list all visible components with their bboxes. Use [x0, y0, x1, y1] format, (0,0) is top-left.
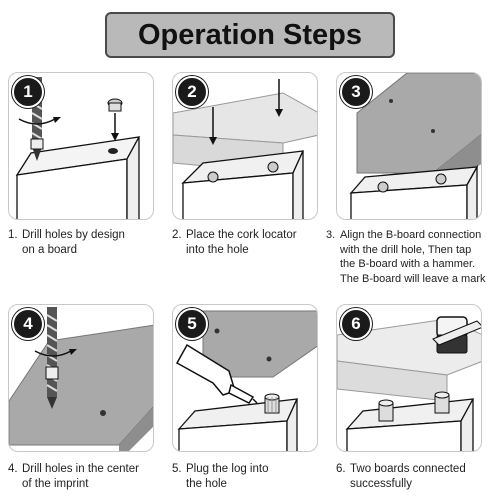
step-4-illustration: [9, 307, 153, 451]
step-5-caption: 5.Plug the log into the hole: [172, 463, 269, 490]
drill-bit-icon: [18, 77, 61, 161]
dowel-icon: [378, 391, 450, 422]
step-3-badge: 3: [340, 76, 372, 108]
step-6-illustration: [337, 316, 481, 451]
dowel-icon: [264, 393, 280, 414]
step-2-illustration: [173, 79, 317, 219]
step-6-badge: 6: [340, 308, 372, 340]
step-5-panel: 5: [172, 304, 318, 452]
glue-bottle-icon: [175, 343, 258, 404]
step-1-caption: 1.Drill holes by design on a board: [8, 229, 125, 256]
step-4-badge: 4: [12, 308, 44, 340]
step-5-badge: 5: [176, 308, 208, 340]
step-3-caption: 3.Align the B-board connection with the …: [326, 229, 486, 285]
step-1-panel: 1: [8, 72, 154, 220]
step-4-panel: 4: [8, 304, 154, 452]
step-6-panel: 6: [336, 304, 482, 452]
step-2-caption: 2.Place the cork locator into the hole: [172, 229, 297, 256]
step-1-badge: 1: [12, 76, 44, 108]
hammer-icon: [432, 316, 481, 354]
step-6-caption: 6.Two boards connected successfully: [336, 463, 466, 490]
step-3-panel: 3: [336, 72, 482, 220]
drill-bit-icon: [34, 307, 77, 409]
step-1-illustration: [15, 77, 141, 219]
step-3-illustration: [349, 73, 481, 219]
page-title: Operation Steps: [138, 18, 362, 51]
step-2-panel: 2: [172, 72, 318, 220]
step-5-illustration: [175, 310, 317, 451]
step-4-caption: 4.Drill holes in the center of the impri…: [8, 463, 139, 490]
step-2-badge: 2: [176, 76, 208, 108]
cork-locator-icon: [107, 98, 123, 141]
title-banner: Operation Steps: [105, 12, 395, 58]
